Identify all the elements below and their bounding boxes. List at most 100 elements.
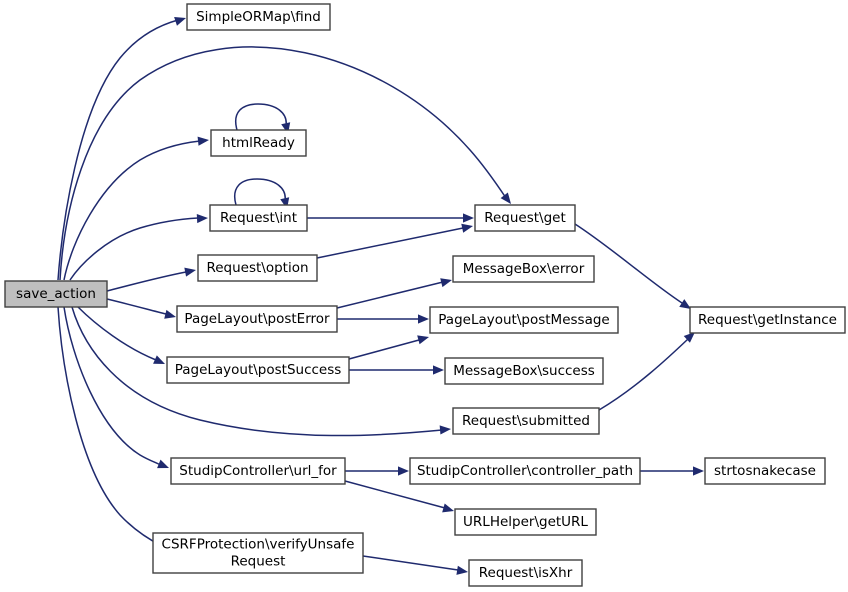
edge-request_get-to-getInstance-line — [574, 223, 683, 304]
edge-save_action-to-request_int-arrowhead — [196, 213, 208, 224]
edge-save_action-to-htmlready-line — [63, 140, 201, 281]
node-postSuccess[interactable]: PageLayout\postSuccess — [166, 356, 350, 384]
edge-postError-to-messagebox_error — [336, 278, 452, 309]
edge-save_action-to-request_option-arrowhead — [184, 267, 196, 277]
edge-save_action-to-simpleormap_find-arrowhead — [174, 17, 186, 26]
node-getInstance[interactable]: Request\getInstance — [689, 306, 846, 334]
edge-save_action-to-htmlready — [63, 136, 209, 281]
node-request_get-box[interactable] — [474, 204, 576, 232]
edge-request_get-to-getInstance-arrowhead — [679, 299, 691, 309]
edge-save_action-to-request_submitted-line — [71, 306, 443, 437]
node-getURL[interactable]: URLHelper\getURL — [454, 508, 597, 536]
edge-postSuccess-to-postMessage — [348, 335, 429, 360]
edge-layer — [57, 17, 704, 575]
edge-request_get-to-getInstance — [574, 223, 691, 309]
node-htmlready-box[interactable] — [210, 129, 307, 157]
edge-request_submitted-to-getInstance — [598, 332, 695, 411]
node-messagebox_error[interactable]: MessageBox\error — [452, 255, 595, 283]
edge-save_action-to-request_int-line — [69, 217, 199, 281]
edge-save_action-to-request_submitted — [71, 306, 451, 437]
edge-save_action-to-request_submitted-arrowhead — [439, 425, 451, 435]
node-request_submitted[interactable]: Request\submitted — [452, 407, 600, 435]
node-save_action-box[interactable] — [4, 280, 108, 308]
edge-request_option-to-request_get-arrowhead — [461, 223, 473, 233]
node-simpleormap_find[interactable]: SimpleORMap\find — [186, 3, 331, 31]
edge-save_action-to-verifyUnsafe — [57, 306, 171, 550]
edge-save_action-to-postSuccess — [77, 306, 165, 364]
node-htmlready[interactable]: htmlReady — [210, 129, 307, 157]
edge-controller_path-to-strtosnakecase — [640, 466, 704, 476]
node-getURL-box[interactable] — [454, 508, 597, 536]
node-messagebox_error-box[interactable] — [452, 255, 595, 283]
edge-postError-to-postMessage-arrowhead — [418, 314, 429, 324]
edge-request_int-to-request_get-arrowhead — [463, 213, 474, 223]
node-simpleormap_find-box[interactable] — [186, 3, 331, 31]
node-strtosnakecase[interactable]: strtosnakecase — [704, 457, 826, 485]
node-request_isxhr-box[interactable] — [468, 559, 583, 587]
node-messagebox_success-box[interactable] — [444, 357, 604, 385]
edge-postSuccess-to-postMessage-line — [348, 339, 420, 360]
edge-save_action-to-simpleormap_find-line — [57, 19, 179, 281]
edge-save_action-to-request_get-line — [59, 46, 507, 281]
node-postError[interactable]: PageLayout\postError — [176, 305, 338, 333]
edge-postError-to-messagebox_error-arrowhead — [440, 278, 452, 288]
node-messagebox_success[interactable]: MessageBox\success — [444, 357, 604, 385]
edge-save_action-to-url_for — [63, 306, 169, 469]
node-postSuccess-box[interactable] — [166, 356, 350, 384]
edge-save_action-to-request_int — [69, 213, 208, 281]
edge-request_submitted-to-getInstance-arrowhead — [683, 332, 695, 343]
edge-url_for-to-getURL-line — [344, 480, 446, 509]
edge-request_int-to-request_get — [307, 213, 474, 223]
edge-save_action-to-postError-arrowhead — [164, 309, 176, 319]
node-verifyUnsafe-box[interactable] — [152, 532, 364, 574]
edge-htmlready-self-loop-line — [235, 103, 287, 131]
node-save_action[interactable]: save_action — [4, 280, 108, 308]
node-strtosnakecase-box[interactable] — [704, 457, 826, 485]
edge-request_option-to-request_get — [316, 223, 473, 259]
edge-save_action-to-request_get — [59, 46, 511, 281]
edge-save_action-to-postError — [106, 298, 176, 319]
edge-save_action-to-request_get-arrowhead — [500, 192, 511, 204]
edge-save_action-to-request_option-line — [106, 271, 187, 292]
edge-postSuccess-to-postMessage-arrowhead — [417, 335, 429, 345]
edge-verifyUnsafe-to-request_isxhr-arrowhead — [456, 565, 468, 575]
node-postError-box[interactable] — [176, 305, 338, 333]
edge-save_action-to-simpleormap_find — [57, 17, 186, 281]
node-getInstance-box[interactable] — [689, 306, 846, 334]
node-url_for[interactable]: StudipController\url_for — [170, 457, 346, 485]
edge-save_action-to-url_for-line — [63, 306, 161, 466]
edge-postError-to-postMessage — [337, 314, 429, 324]
edge-request_option-to-request_get-line — [316, 227, 464, 259]
edge-url_for-to-controller_path-arrowhead — [398, 466, 409, 476]
edge-save_action-to-postError-line — [106, 298, 167, 315]
edge-controller_path-to-strtosnakecase-arrowhead — [693, 466, 704, 476]
edge-postError-to-messagebox_error-line — [336, 281, 444, 309]
node-request_int-box[interactable] — [209, 204, 308, 232]
edge-save_action-to-postSuccess-line — [77, 306, 157, 361]
edge-request_submitted-to-getInstance-line — [598, 338, 689, 411]
edge-request_int-self-loop-line — [234, 178, 286, 206]
node-request_submitted-box[interactable] — [452, 407, 600, 435]
edge-postSuccess-to-messagebox_success-arrowhead — [433, 365, 444, 375]
node-controller_path[interactable]: StudipController\controller_path — [409, 457, 641, 485]
node-request_isxhr[interactable]: Request\isXhr — [468, 559, 583, 587]
edge-url_for-to-getURL-arrowhead — [442, 503, 454, 513]
node-request_option-box[interactable] — [197, 254, 318, 282]
edge-save_action-to-url_for-arrowhead — [157, 459, 169, 469]
node-request_get[interactable]: Request\get — [474, 204, 576, 232]
node-postMessage[interactable]: PageLayout\postMessage — [429, 306, 619, 334]
node-postMessage-box[interactable] — [429, 306, 619, 334]
node-layer: save_action SimpleORMap\find htmlReadyRequ… — [4, 3, 846, 587]
edge-verifyUnsafe-to-request_isxhr — [362, 555, 468, 575]
edge-url_for-to-controller_path — [345, 466, 409, 476]
node-controller_path-box[interactable] — [409, 457, 641, 485]
edge-url_for-to-getURL — [344, 480, 454, 513]
node-request_int[interactable]: Request\int — [209, 204, 308, 232]
edge-save_action-to-htmlready-arrowhead — [197, 136, 209, 146]
node-url_for-box[interactable] — [170, 457, 346, 485]
edge-save_action-to-verifyUnsafe-line — [57, 306, 163, 547]
node-request_option[interactable]: Request\option — [197, 254, 318, 282]
